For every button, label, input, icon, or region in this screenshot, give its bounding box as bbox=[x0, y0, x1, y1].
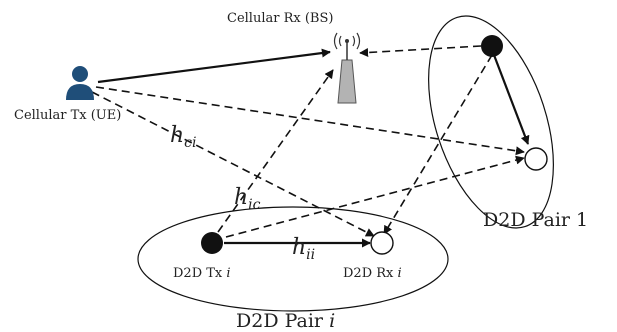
ue-label: Cellular Tx (UE) bbox=[14, 108, 121, 123]
d2d-pair-1-tx-node bbox=[481, 35, 503, 57]
d2d-pair-1-label: D2D Pair 1 bbox=[483, 209, 588, 231]
ue-to-d2d1-rx-interference bbox=[95, 86, 525, 156]
user-equipment-icon bbox=[66, 66, 94, 100]
ue-to-bs-link bbox=[97, 48, 331, 84]
d2d-tx-i-label: D2D Tx i bbox=[173, 266, 231, 281]
d2d-tx-i-node bbox=[201, 232, 223, 254]
h-ci-label: hci bbox=[170, 123, 197, 151]
d2d1-tx-to-bs-interference bbox=[359, 45, 482, 58]
h-ic-label: hic bbox=[234, 185, 261, 213]
base-station-icon bbox=[333, 32, 361, 104]
d2d-pair-1-ellipse bbox=[428, 15, 554, 229]
d2d-rx-i-label: D2D Rx i bbox=[343, 266, 402, 281]
d2d1-tx-to-d2d-i-rx-interference bbox=[383, 54, 493, 235]
d2d-pair-i-ellipse bbox=[137, 206, 449, 312]
d2d-rx-i-node bbox=[370, 231, 394, 255]
d2d-pair-1-rx-node bbox=[524, 147, 548, 171]
bs-label: Cellular Rx (BS) bbox=[227, 11, 333, 26]
h-ii-label: hii bbox=[292, 235, 315, 263]
d2d-pair-i-label: D2D Pair i bbox=[236, 310, 335, 332]
d2d1-direct-link bbox=[492, 54, 530, 145]
ue-to-d2d-i-rx-interference bbox=[91, 91, 375, 237]
d2d-i-tx-to-bs-interference bbox=[217, 69, 334, 233]
d2d-i-tx-to-d2d1-rx-interference bbox=[225, 155, 525, 238]
